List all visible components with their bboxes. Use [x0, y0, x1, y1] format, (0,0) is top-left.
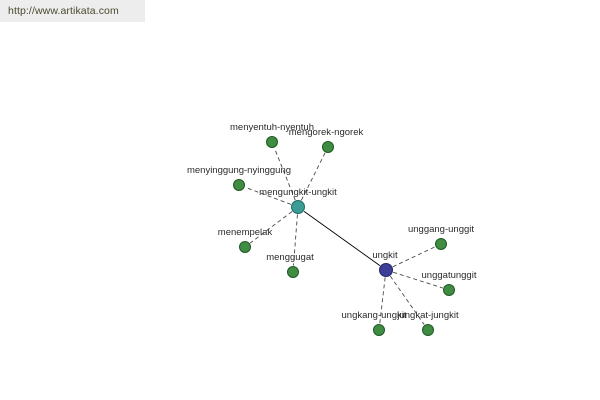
graph-node-ungkang-ungkit[interactable]	[373, 324, 385, 336]
graph-node-hit-ungkit[interactable]	[378, 262, 394, 278]
graph-node-hit-menggugat[interactable]	[285, 264, 301, 280]
graph-node-hit-mengorek-ngorek[interactable]	[320, 139, 336, 155]
graph-edge	[389, 275, 425, 325]
graph-node-mengorek-ngorek[interactable]	[322, 141, 334, 153]
url-bar[interactable]: http://www.artikata.com	[0, 0, 145, 22]
graph-node-jungkat-jungkit[interactable]	[422, 324, 434, 336]
graph-edge	[303, 210, 381, 267]
graph-node-menempelak[interactable]	[239, 241, 251, 253]
graph-edge	[244, 186, 292, 205]
graph-edges-layer	[233, 136, 455, 336]
graph-edge	[300, 152, 326, 201]
graph-edge	[392, 246, 436, 268]
graph-node-hit-menempelak[interactable]	[237, 239, 253, 255]
graph-node-ungkit[interactable]	[379, 263, 393, 277]
graph-node-mengungkit-ungkit[interactable]	[291, 200, 305, 214]
graph-edge	[293, 214, 298, 266]
graph-edge	[379, 277, 386, 324]
graph-edge	[273, 147, 296, 201]
graph-node-hit-mengungkit-ungkit[interactable]	[290, 199, 306, 215]
graph-node-hit-menyinggung-nyinggung[interactable]	[231, 177, 247, 193]
graph-node-unggang-unggit[interactable]	[435, 238, 447, 250]
graph-node-hit-menyentuh-nyentuh[interactable]	[264, 134, 280, 150]
graph-node-unggatunggit[interactable]	[443, 284, 455, 296]
url-text: http://www.artikata.com	[8, 5, 119, 17]
graph-edge	[249, 211, 293, 244]
graph-node-hit-jungkat-jungkit[interactable]	[420, 322, 436, 338]
graph-node-hit-unggang-unggit[interactable]	[433, 236, 449, 252]
graph-node-hit-unggatunggit[interactable]	[441, 282, 457, 298]
graph-node-menyinggung-nyinggung[interactable]	[233, 179, 245, 191]
graph-node-menyentuh-nyentuh[interactable]	[266, 136, 278, 148]
graph-edge	[393, 271, 443, 289]
graph-node-menggugat[interactable]	[287, 266, 299, 278]
graph-node-hit-ungkang-ungkit[interactable]	[371, 322, 387, 338]
